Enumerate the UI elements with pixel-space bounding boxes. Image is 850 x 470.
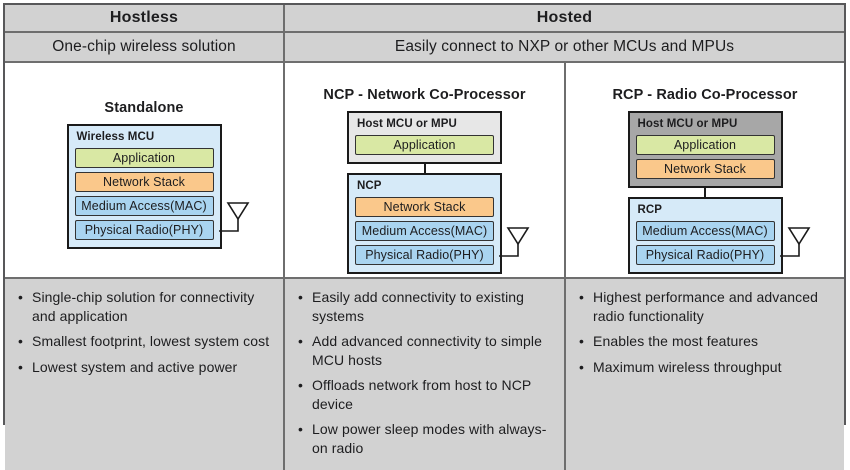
layer-medium-access: Medium Access(MAC) [635,221,775,241]
wireless-mcu-block: Wireless MCU Application Network Stack M… [66,124,249,249]
comparison-table: Hostless Hosted One-chip wireless soluti… [3,3,846,470]
bullet-item: Enables the most features [578,332,838,351]
layer-application: Application [635,135,775,155]
host-link-line [423,164,426,173]
rcp-host-chip: Host MCU or MPU Application Network Stac… [627,111,783,188]
ncp-title: NCP - Network Co-Processor [323,87,526,103]
rcp-diagram-cell: RCP - Radio Co-Processor Host MCU or MPU… [566,63,844,279]
rcp-bullets-cell: Highest performance and advanced radio f… [566,279,844,470]
hostless-subtitle: One-chip wireless solution [5,33,285,63]
rcp-bullet-list: Highest performance and advanced radio f… [566,279,844,389]
bullet-item: Highest performance and advanced radio f… [578,288,838,325]
ncp-chip: NCP Network Stack Medium Access(MAC) Phy… [347,173,502,274]
ncp-host-chip: Host MCU or MPU Application [347,111,502,164]
ncp-label: NCP [357,180,382,192]
rcp-label: RCP [637,204,663,216]
standalone-diagram-cell: Standalone Wireless MCU Application Netw… [5,63,285,279]
antenna-icon [779,227,810,257]
hosted-header: Hosted [285,5,844,33]
host-link-line [704,188,706,197]
antenna-icon [499,227,530,257]
bullet-item: Easily add connectivity to existing syst… [297,288,558,325]
standalone-title: Standalone [104,100,184,116]
hosted-subtitle: Easily connect to NXP or other MCUs and … [285,33,844,63]
bullet-item: Add advanced connectivity to simple MCU … [297,332,558,369]
layer-application: Application [74,148,214,168]
antenna-icon [218,202,249,232]
table-grid: Hostless Hosted One-chip wireless soluti… [5,5,844,470]
rcp-chip: RCP Medium Access(MAC) Physical Radio(PH… [627,197,783,274]
standalone-bullets-cell: Single-chip solution for connectivity an… [5,279,285,470]
ncp-host-label: Host MCU or MPU [357,118,457,130]
bullet-item: Maximum wireless throughput [578,358,838,377]
standalone-bullet-list: Single-chip solution for connectivity an… [5,279,283,389]
layer-medium-access: Medium Access(MAC) [74,196,214,216]
ncp-bullet-list: Easily add connectivity to existing syst… [285,279,564,470]
layer-network-stack: Network Stack [635,159,775,179]
bullet-item: Lowest system and active power [17,358,277,377]
layer-network-stack: Network Stack [74,172,214,192]
layer-medium-access: Medium Access(MAC) [355,221,494,241]
rcp-block: RCP Medium Access(MAC) Physical Radio(PH… [627,197,810,274]
bullet-item: Single-chip solution for connectivity an… [17,288,277,325]
ncp-bullets-cell: Easily add connectivity to existing syst… [285,279,566,470]
bullet-item: Smallest footprint, lowest system cost [17,332,277,351]
wireless-mcu-label: Wireless MCU [76,131,155,143]
layer-application: Application [355,135,494,155]
hostless-header: Hostless [5,5,285,33]
layer-physical-radio: Physical Radio(PHY) [74,220,214,240]
rcp-host-label: Host MCU or MPU [637,118,738,130]
wireless-mcu-chip: Wireless MCU Application Network Stack M… [66,124,222,249]
rcp-title: RCP - Radio Co-Processor [612,87,798,103]
ncp-block: NCP Network Stack Medium Access(MAC) Phy… [347,173,530,274]
ncp-diagram-cell: NCP - Network Co-Processor Host MCU or M… [285,63,566,279]
bullet-item: Low power sleep modes with always-on rad… [297,420,558,457]
layer-network-stack: Network Stack [355,197,494,217]
layer-physical-radio: Physical Radio(PHY) [355,245,494,265]
bullet-item: Offloads network from host to NCP device [297,376,558,413]
layer-physical-radio: Physical Radio(PHY) [635,245,775,265]
